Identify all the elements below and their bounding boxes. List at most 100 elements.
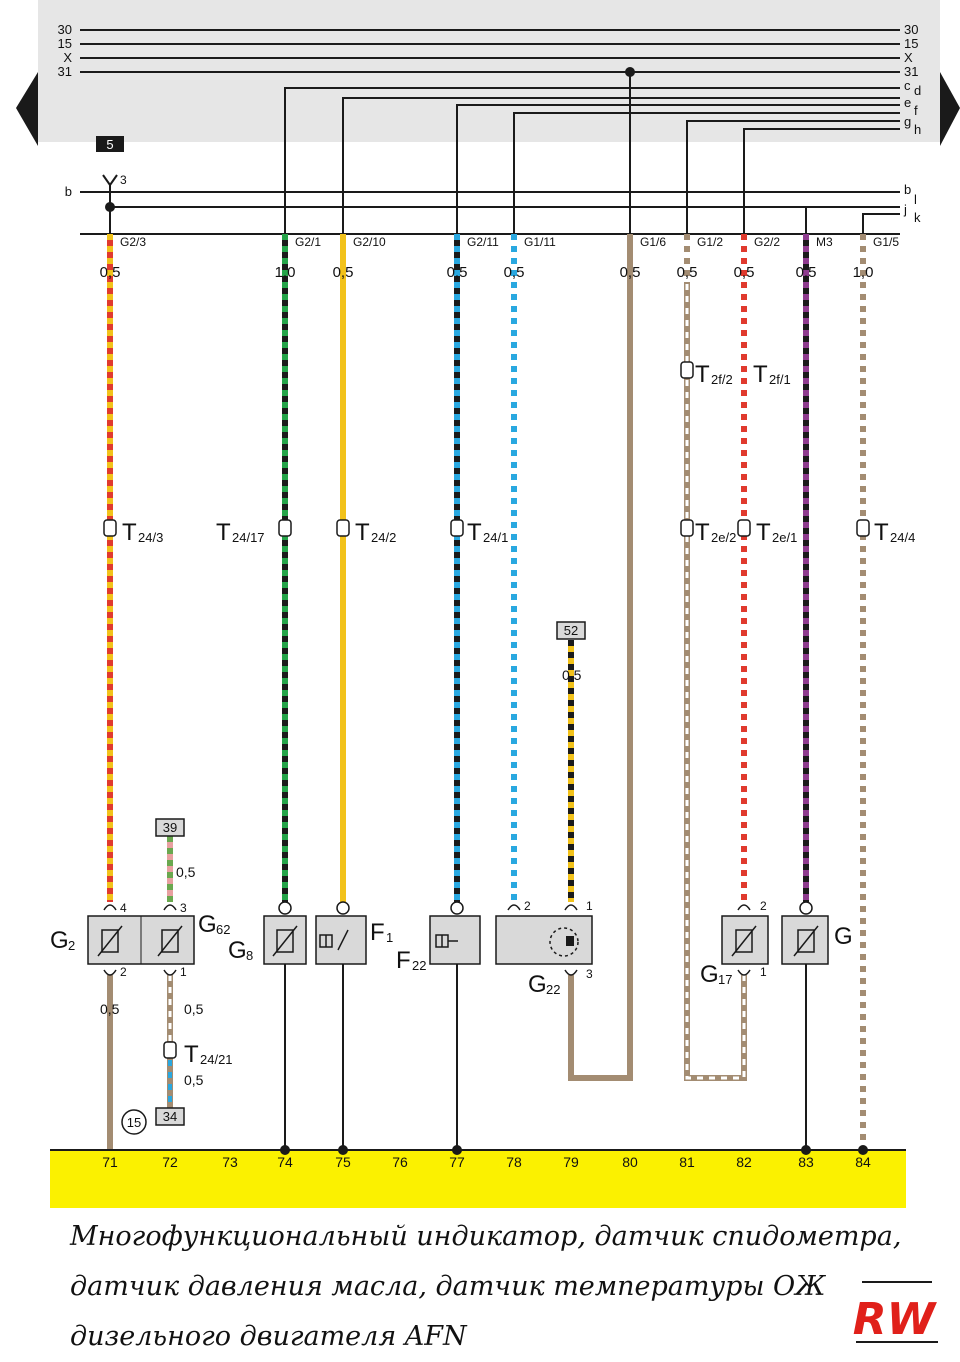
wire-pin-label: G1/6 <box>640 235 666 249</box>
svg-text:24/4: 24/4 <box>890 530 915 545</box>
svg-text:34: 34 <box>163 1109 177 1124</box>
ground-number: 75 <box>335 1154 351 1170</box>
svg-text:T: T <box>184 1041 199 1068</box>
svg-text:1: 1 <box>386 930 393 945</box>
svg-text:24/3: 24/3 <box>138 530 163 545</box>
wire-size-label: 0,5 <box>620 264 641 281</box>
svg-text:T: T <box>122 519 137 546</box>
wire-pin-label: G2/3 <box>120 235 146 249</box>
svg-text:62: 62 <box>216 922 230 937</box>
rw-logo: RW <box>853 1281 938 1345</box>
wire-pin-label: G2/2 <box>754 235 780 249</box>
ref-52: 52 <box>556 621 586 640</box>
ground-number: 79 <box>563 1154 579 1170</box>
connector-t24-17: T 24/17 <box>216 519 292 546</box>
bus-label-left: 31 <box>58 64 72 79</box>
svg-text:1: 1 <box>180 965 187 979</box>
section-badge <box>96 136 124 152</box>
bus-label-right: X <box>904 50 913 65</box>
ground-junction <box>338 1145 348 1155</box>
logo-text: RW <box>853 1294 938 1345</box>
svg-text:3: 3 <box>180 901 187 915</box>
svg-text:22: 22 <box>546 982 560 997</box>
wire-78: G1/11 0,5 <box>504 234 556 902</box>
bus-right-labels: 30 15 X 31 c d e f g h <box>904 22 921 137</box>
connector-t2e-1: T 2e/1 <box>737 519 797 546</box>
bus-label-right: h <box>914 122 921 137</box>
extra-size-labels: 0,5 0,5 0,5 0,5 0,5 <box>100 667 582 1088</box>
ground-number: 82 <box>736 1154 752 1170</box>
bus-label-right: g <box>904 114 911 129</box>
svg-text:52: 52 <box>564 623 578 638</box>
svg-text:24/21: 24/21 <box>200 1052 233 1067</box>
ground-number: 78 <box>506 1154 522 1170</box>
connector-t2e-2: T 2e/2 <box>680 519 736 546</box>
svg-text:22: 22 <box>412 958 426 973</box>
connector-t2f-1: T 2f/1 <box>753 361 791 388</box>
svg-text:0,5: 0,5 <box>100 1001 120 1017</box>
svg-text:T: T <box>695 361 710 388</box>
svg-text:G: G <box>50 927 69 954</box>
bus-label-right: c <box>904 78 911 93</box>
bus-label-right: d <box>914 83 921 98</box>
t-connectors: T 24/3 T 24/17 T 24/2 T 24/1 T 2e/2 T 2e… <box>103 361 915 1068</box>
caption-line-2: датчик давления масла, датчик температур… <box>70 1271 826 1302</box>
svg-text:2f/1: 2f/1 <box>769 372 791 387</box>
wire-size-label: 0,5 <box>504 264 525 281</box>
wire-77: G2/110,5 <box>447 234 499 902</box>
svg-text:0,5: 0,5 <box>184 1072 204 1088</box>
svg-text:T: T <box>216 519 231 546</box>
svg-text:17: 17 <box>718 972 732 987</box>
ground-number: 81 <box>679 1154 695 1170</box>
wire-size-label: 1,0 <box>275 264 296 281</box>
wire-pin-label: G1/5 <box>873 235 899 249</box>
wire-size-label: 0,5 <box>447 264 468 281</box>
bus-label-right: f <box>914 103 918 118</box>
ground-number: 77 <box>449 1154 465 1170</box>
wire-83: M30,5 <box>796 234 833 902</box>
bus-label-right: e <box>904 95 911 110</box>
svg-text:1: 1 <box>760 965 767 979</box>
junction-31 <box>625 67 635 77</box>
ref-34: 34 <box>155 1107 185 1126</box>
svg-text:G: G <box>228 937 247 964</box>
svg-text:3: 3 <box>586 967 593 981</box>
connector-t2f-2: T 2f/2 <box>680 361 733 388</box>
wire-71: G2/30,5 <box>100 234 146 902</box>
svg-text:39: 39 <box>163 820 177 835</box>
connector-t24-3: T 24/3 <box>103 519 163 546</box>
lower-bus-right: b <box>904 182 911 197</box>
bus-lines <box>80 29 900 234</box>
lower-bus-right: j <box>903 202 907 217</box>
ground-number: 76 <box>392 1154 408 1170</box>
bus-label-left: 30 <box>58 22 72 37</box>
svg-text:24/1: 24/1 <box>483 530 508 545</box>
svg-text:2f/2: 2f/2 <box>711 372 733 387</box>
svg-text:2: 2 <box>760 899 767 913</box>
svg-text:F: F <box>396 947 411 974</box>
ground-number: 84 <box>855 1154 871 1170</box>
svg-text:24/17: 24/17 <box>232 530 265 545</box>
wire-80: G1/6 0,5 <box>620 234 666 284</box>
svg-text:0,5: 0,5 <box>184 1001 204 1017</box>
lower-bus-right: l <box>914 192 917 207</box>
connector-t24-4: T 24/4 <box>856 519 915 546</box>
svg-text:24/2: 24/2 <box>371 530 396 545</box>
junction-b <box>105 202 115 212</box>
ground-ref-15: 15 <box>121 1109 147 1135</box>
ground-number: 80 <box>622 1154 638 1170</box>
svg-text:2: 2 <box>68 938 75 953</box>
ground-junction <box>858 1145 868 1155</box>
ground-number: 74 <box>277 1154 293 1170</box>
wire-size-label: 0,5 <box>796 264 817 281</box>
svg-text:8: 8 <box>246 948 253 963</box>
svg-text:4: 4 <box>120 901 127 915</box>
svg-text:2e/2: 2e/2 <box>711 530 736 545</box>
svg-text:T: T <box>355 519 370 546</box>
svg-text:T: T <box>756 519 771 546</box>
wire-82: G2/20,5 <box>734 234 780 902</box>
svg-text:15: 15 <box>127 1115 141 1130</box>
bus-label-right: 15 <box>904 36 918 51</box>
wire-pin-label: G1/11 <box>524 235 556 249</box>
